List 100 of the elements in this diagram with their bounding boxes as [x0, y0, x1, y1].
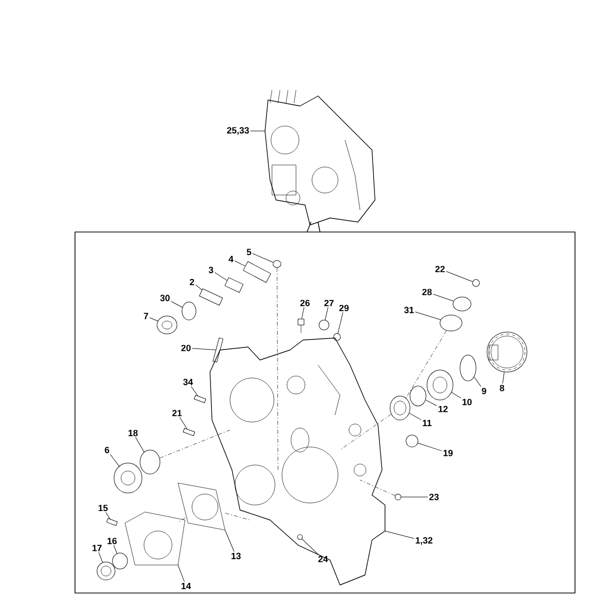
centre-line [160, 430, 230, 458]
leader-line [195, 284, 202, 290]
circlip [460, 354, 476, 382]
nut [96, 562, 116, 580]
leader-line [384, 530, 414, 539]
seal-ring [140, 450, 160, 474]
seal-ring [112, 552, 128, 570]
callout-number: 34 [183, 378, 193, 386]
callout-number: 17 [92, 544, 102, 552]
callout-number: 21 [172, 410, 182, 416]
plug [406, 434, 418, 448]
o-ring [333, 333, 341, 341]
leader-line [192, 348, 216, 350]
screw [394, 494, 402, 500]
leader-line [250, 130, 266, 132]
spring [318, 320, 330, 330]
leader-line [170, 301, 183, 308]
callout-number: 25,33 [227, 127, 249, 135]
centre-line [178, 518, 186, 524]
centre-line [406, 330, 447, 398]
leader-line [106, 512, 110, 520]
leader-line [414, 312, 441, 320]
callout-number: 27 [324, 300, 334, 306]
spring [199, 288, 223, 306]
leader-line [149, 317, 158, 322]
callout-number: 16 [108, 538, 117, 544]
leader-line [190, 386, 198, 396]
callout-number: 12 [438, 406, 448, 412]
plug [452, 296, 472, 312]
callout-number: 15 [98, 504, 108, 512]
leader-line [180, 417, 188, 430]
leader-line [324, 307, 328, 320]
o-ring [272, 260, 282, 268]
callout-number: 4 [228, 256, 234, 262]
callout-number: 8 [500, 384, 504, 392]
callout-number: 13 [232, 552, 241, 560]
callout-number: 23 [429, 494, 439, 500]
callout-number: 1,32 [416, 537, 432, 545]
callout-number: 7 [144, 312, 148, 320]
leader-line [338, 312, 344, 334]
leader-line [401, 496, 428, 498]
leader-line [214, 272, 228, 281]
callout-number: 10 [462, 398, 472, 406]
centre-line [340, 414, 392, 450]
leader-line [114, 545, 118, 554]
callout-number: 31 [404, 306, 414, 314]
callout-number: 24 [318, 556, 328, 562]
bushing [410, 386, 426, 406]
leader-line [178, 564, 185, 582]
leader-line [502, 372, 504, 384]
gasket [178, 482, 226, 530]
leader-line [451, 392, 462, 398]
callout-number: 6 [104, 446, 110, 454]
leader-line [474, 376, 482, 387]
seal-ring [182, 302, 196, 320]
callout-number: 30 [160, 294, 170, 302]
callout-number: 2 [190, 278, 194, 286]
housing [210, 338, 386, 586]
callout-number: 29 [339, 304, 349, 312]
callout-number: 20 [181, 344, 191, 352]
callout-number: 5 [246, 248, 252, 256]
piston [224, 277, 244, 293]
leader-line [234, 260, 246, 266]
leader-line [432, 294, 454, 302]
leader-line [98, 552, 103, 563]
callout-number: 9 [482, 388, 486, 394]
plug [156, 316, 178, 334]
leader-line [302, 538, 319, 555]
leader-line [418, 442, 442, 452]
callout-number: 19 [444, 450, 453, 456]
pulley [114, 462, 142, 494]
stud [106, 518, 118, 526]
screw [298, 318, 304, 334]
leader-line [409, 412, 422, 420]
seal-ring [440, 314, 462, 332]
cover [124, 512, 186, 566]
callout-number: 14 [182, 582, 191, 590]
stud [194, 395, 206, 404]
sleeve [242, 261, 272, 283]
leader-line [110, 454, 120, 466]
callout-number: 18 [128, 430, 138, 436]
stud [182, 428, 196, 436]
leader-line [135, 437, 144, 452]
gear [486, 332, 528, 372]
leader-line [301, 307, 304, 319]
callout-number: 11 [422, 420, 432, 426]
bearing [390, 396, 410, 420]
callout-number: 26 [300, 300, 310, 306]
leader-line [224, 530, 234, 552]
housing [264, 90, 376, 226]
callout-number: 3 [208, 266, 214, 274]
leader-line [425, 400, 438, 406]
callout-number: 22 [435, 266, 445, 272]
leader-line [446, 271, 473, 282]
centre-line [276, 268, 278, 470]
callout-number: 28 [422, 288, 432, 296]
bearing [426, 370, 454, 400]
centre-line [360, 480, 396, 496]
leader-line [252, 253, 274, 263]
centre-line [225, 512, 250, 520]
